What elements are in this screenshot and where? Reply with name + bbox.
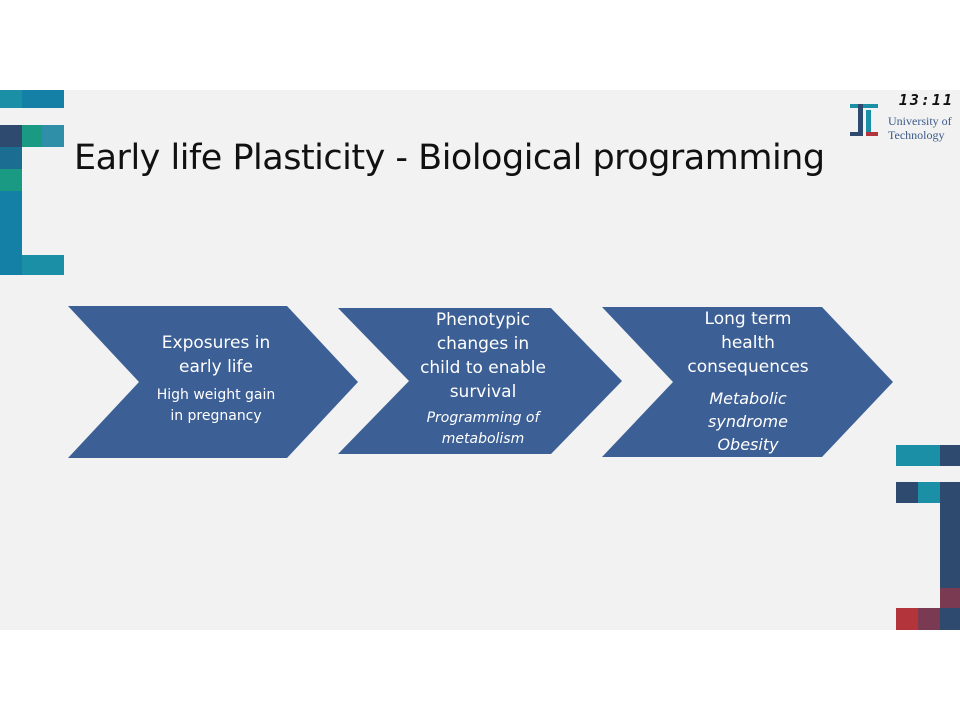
chevron-1-heading: Exposures in early life (138, 331, 294, 379)
chevron-3-sub: Metabolic syndrome Obesity (670, 387, 826, 456)
chevron-1-heading-line: early life (179, 357, 253, 377)
chevron-2-heading-line: child to enable (420, 358, 546, 378)
chevron-1-text: Exposures in early life High weight gain… (138, 331, 294, 427)
chevron-1-sub: High weight gain in pregnancy (138, 385, 294, 427)
chevron-2-heading-line: changes in (436, 334, 530, 354)
chevron-2-heading-line: Phenotypic (435, 310, 531, 330)
chevron-2-heading-line: survival (449, 382, 517, 402)
chevron-3-heading: Long term health consequences (670, 307, 826, 379)
process-flow (68, 306, 893, 458)
chevron-2 (338, 308, 622, 454)
chevron-3-heading-line: consequences (687, 357, 809, 377)
chevron-1-sub-line: in pregnancy (170, 408, 262, 424)
chevron-3-sub-line: Metabolic (709, 389, 787, 408)
logo-text-line1: University of (888, 114, 952, 128)
university-logo: 13:11 University of Technology (846, 90, 960, 142)
slide: 13:11 University of Technology Early lif… (0, 90, 960, 630)
chevron-3-heading-line: Long term (704, 309, 792, 329)
slide-title: Early life Plasticity - Biological progr… (74, 138, 825, 178)
chevron-3-sub-line: Obesity (717, 435, 779, 454)
chevron-3 (602, 307, 893, 457)
chevron-1-sub-line: High weight gain (156, 387, 276, 403)
chevron-2-text: Phenotypic changes in child to enable su… (402, 308, 564, 450)
chevron-3-heading-line: health (721, 333, 775, 353)
chevron-2-heading: Phenotypic changes in child to enable su… (402, 308, 564, 404)
logo-text-line2: Technology (888, 128, 945, 142)
clock-readout: 13:11 (898, 91, 954, 109)
university-logo-icon (850, 104, 878, 136)
chevron-2-sub-line: metabolism (441, 431, 525, 447)
chevron-2-sub-line: Programming of (426, 410, 540, 426)
chevron-3-sub-line: syndrome (708, 412, 788, 431)
chevron-2-sub: Programming of metabolism (402, 408, 564, 450)
chevron-1-heading-line: Exposures in (161, 333, 271, 353)
chevron-1 (68, 306, 358, 458)
chevron-3-text: Long term health consequences Metabolic … (670, 307, 826, 456)
